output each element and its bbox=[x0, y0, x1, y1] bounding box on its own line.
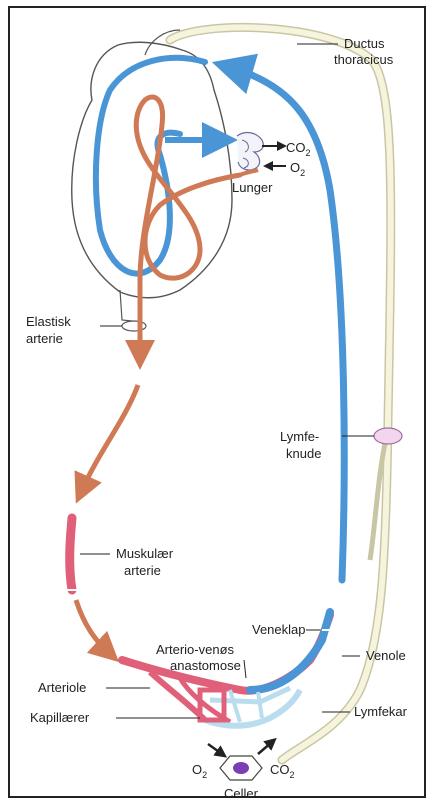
label-o2-top: O2 bbox=[290, 160, 305, 178]
muscular-artery bbox=[70, 518, 72, 590]
label-o2-bottom: O2 bbox=[192, 762, 207, 780]
label-lymfeknude-1: Lymfe- bbox=[280, 429, 319, 444]
cell-nucleus bbox=[233, 762, 249, 774]
label-celler: Celler bbox=[224, 786, 259, 801]
label-lymfekar: Lymfekar bbox=[354, 704, 408, 719]
o2-to-cell-arrow bbox=[208, 744, 222, 754]
label-ductus-1: Ductus bbox=[344, 36, 385, 51]
label-arteriovenos-2: anastomose bbox=[170, 658, 241, 673]
artery-descent bbox=[82, 385, 138, 490]
label-ductus-2: thoracicus bbox=[334, 52, 394, 67]
label-elastisk-2: arterie bbox=[26, 331, 63, 346]
label-lunger: Lunger bbox=[232, 180, 273, 195]
label-muskulaer-1: Muskulær bbox=[116, 546, 174, 561]
co2-from-cell-arrow bbox=[258, 742, 272, 754]
label-lymfeknude-2: knude bbox=[286, 446, 321, 461]
label-venole: Venole bbox=[366, 648, 406, 663]
label-elastisk-1: Elastisk bbox=[26, 314, 71, 329]
label-arteriovenos-1: Arterio-venøs bbox=[156, 642, 235, 657]
label-veneklap: Veneklap bbox=[252, 622, 306, 637]
label-co2-bottom: CO2 bbox=[270, 762, 295, 780]
lymph-node bbox=[374, 428, 402, 444]
label-co2-top: CO2 bbox=[286, 140, 311, 158]
label-kapillaerer: Kapillærer bbox=[30, 710, 90, 725]
lung-icon bbox=[237, 133, 263, 175]
label-arteriole: Arteriole bbox=[38, 680, 86, 695]
artery-to-arteriole bbox=[76, 600, 108, 652]
label-muskulaer-2: arterie bbox=[124, 563, 161, 578]
